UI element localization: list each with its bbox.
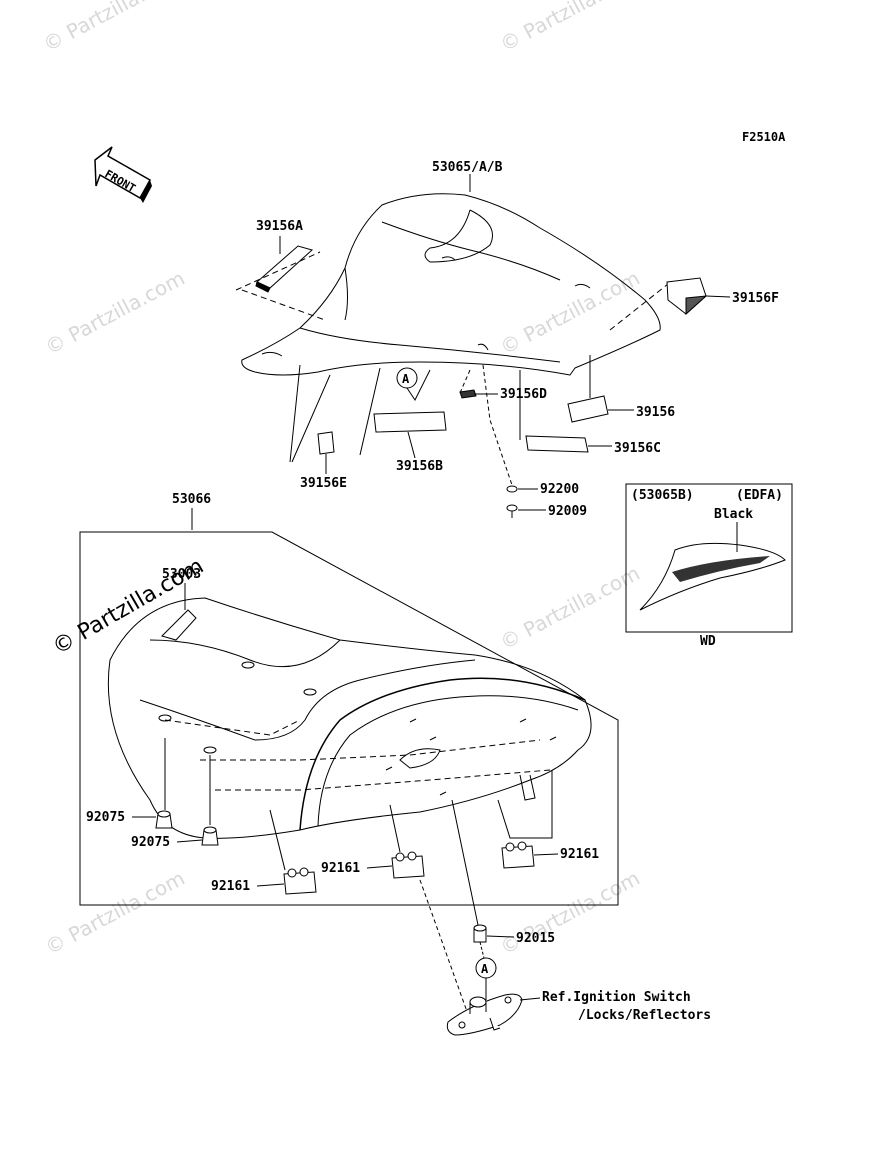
variant-inset: (53065B) (EDFA) Black WD <box>625 483 793 649</box>
reference-line-2: /Locks/Reflectors <box>578 1008 711 1023</box>
inset-color: Black <box>714 507 753 522</box>
reference-line-1: Ref.Ignition Switch <box>542 990 691 1005</box>
watermark: © Partzilla.com <box>41 266 189 360</box>
lock-bracket-drawing <box>446 993 523 1036</box>
callout-a-lower: A <box>475 941 497 1000</box>
seat-cover-drawing <box>241 193 669 486</box>
callout-a-upper: A <box>396 367 431 401</box>
watermark: © Partzilla.com <box>496 561 644 655</box>
label-92075-a: 92075 <box>86 810 125 825</box>
watermark: © Partzilla.com <box>39 0 187 56</box>
small-parts-upper <box>235 245 708 455</box>
watermark: © Partzilla.com <box>41 866 189 960</box>
seat-outline-box <box>79 531 619 906</box>
label-39156D: 39156D <box>500 387 547 402</box>
callout-marker: A <box>402 372 410 386</box>
diagram-code: F2510A <box>742 130 786 144</box>
label-39156B: 39156B <box>396 459 443 474</box>
callout-marker: A <box>481 962 489 976</box>
inset-variant: (EDFA) <box>736 488 783 503</box>
label-92009: 92009 <box>548 504 587 519</box>
label-39156C: 39156C <box>614 441 661 456</box>
watermark: © Partzilla.com <box>496 266 644 360</box>
label-92161-b: 92161 <box>321 861 360 876</box>
label-92161-a: 92161 <box>211 879 250 894</box>
label-39156F: 39156F <box>732 291 779 306</box>
label-39156E: 39156E <box>300 476 347 491</box>
label-39156A: 39156A <box>256 219 303 234</box>
label-92161-c: 92161 <box>560 847 599 862</box>
inset-caption: WD <box>700 634 716 649</box>
label-seat-cover: 53065/A/B <box>432 160 503 175</box>
label-53003: 53003 <box>162 567 201 582</box>
label-39156: 39156 <box>636 405 675 420</box>
seat-drawing <box>107 597 592 1021</box>
label-92015: 92015 <box>516 931 555 946</box>
inset-code: (53065B) <box>631 488 694 503</box>
label-92200: 92200 <box>540 482 579 497</box>
front-arrow-icon: FRONT <box>94 146 152 203</box>
seat-hardware <box>155 810 535 943</box>
screw-parts <box>506 485 518 518</box>
label-seat: 53066 <box>172 492 211 507</box>
watermark: © Partzilla.com <box>496 0 644 56</box>
label-92075-b: 92075 <box>131 835 170 850</box>
